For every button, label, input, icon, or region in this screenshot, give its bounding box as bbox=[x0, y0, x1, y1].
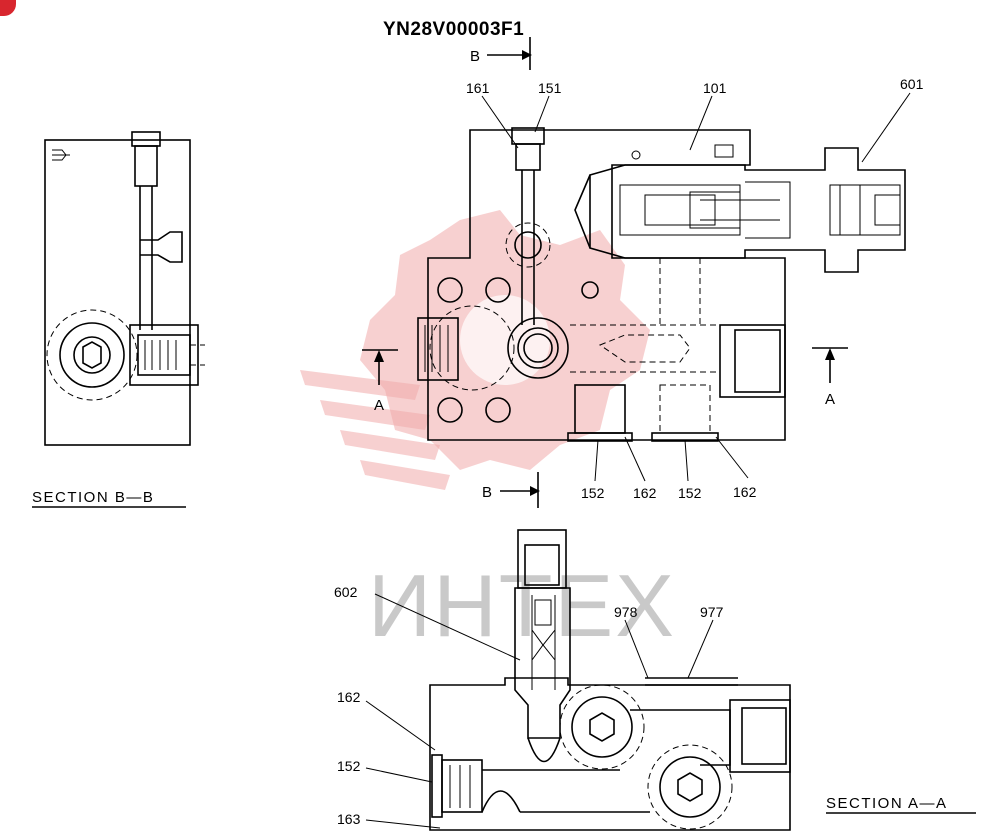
part-label-602: 602 bbox=[334, 584, 358, 600]
cut-marker-b-top: B bbox=[470, 37, 532, 70]
part-label-162-b: 162 bbox=[733, 484, 757, 500]
part-label-162-c: 162 bbox=[337, 689, 361, 705]
part-label-151: 151 bbox=[538, 80, 562, 96]
cut-label-a-left: A bbox=[374, 397, 384, 414]
main-view-callouts: 161 151 101 601 152 162 152 162 bbox=[466, 76, 924, 501]
part-label-163: 163 bbox=[337, 811, 361, 827]
cut-marker-b-bottom: B bbox=[482, 472, 540, 508]
main-view bbox=[417, 127, 906, 442]
section-b-b-label: SECTION B—B bbox=[32, 489, 154, 506]
cut-marker-a-right: A bbox=[812, 347, 848, 408]
part-label-162-a: 162 bbox=[633, 485, 657, 501]
part-label-161: 161 bbox=[466, 80, 490, 96]
cut-label-b-bottom: B bbox=[482, 484, 492, 501]
cut-marker-a-left: A bbox=[362, 349, 398, 414]
cut-label-a-right: A bbox=[825, 391, 835, 408]
part-label-601: 601 bbox=[900, 76, 924, 92]
part-label-101: 101 bbox=[703, 80, 727, 96]
section-a-a-label: SECTION A—A bbox=[826, 795, 948, 812]
part-label-152-b: 152 bbox=[678, 485, 702, 501]
part-label-978: 978 bbox=[614, 604, 638, 620]
watermark: ИНТЕХ bbox=[300, 210, 676, 655]
part-label-152-c: 152 bbox=[337, 758, 361, 774]
part-label-152-a: 152 bbox=[581, 485, 605, 501]
watermark-text: ИНТЕХ bbox=[368, 556, 676, 655]
brand-logo-corner bbox=[0, 0, 16, 16]
cut-label-b-top: B bbox=[470, 48, 480, 65]
section-a-a-view bbox=[429, 529, 791, 831]
part-label-977: 977 bbox=[700, 604, 724, 620]
section-a-a-callouts: 602 978 977 162 152 163 bbox=[334, 584, 724, 829]
section-b-b-view bbox=[44, 131, 205, 446]
drawing-number: YN28V00003F1 bbox=[383, 19, 524, 40]
